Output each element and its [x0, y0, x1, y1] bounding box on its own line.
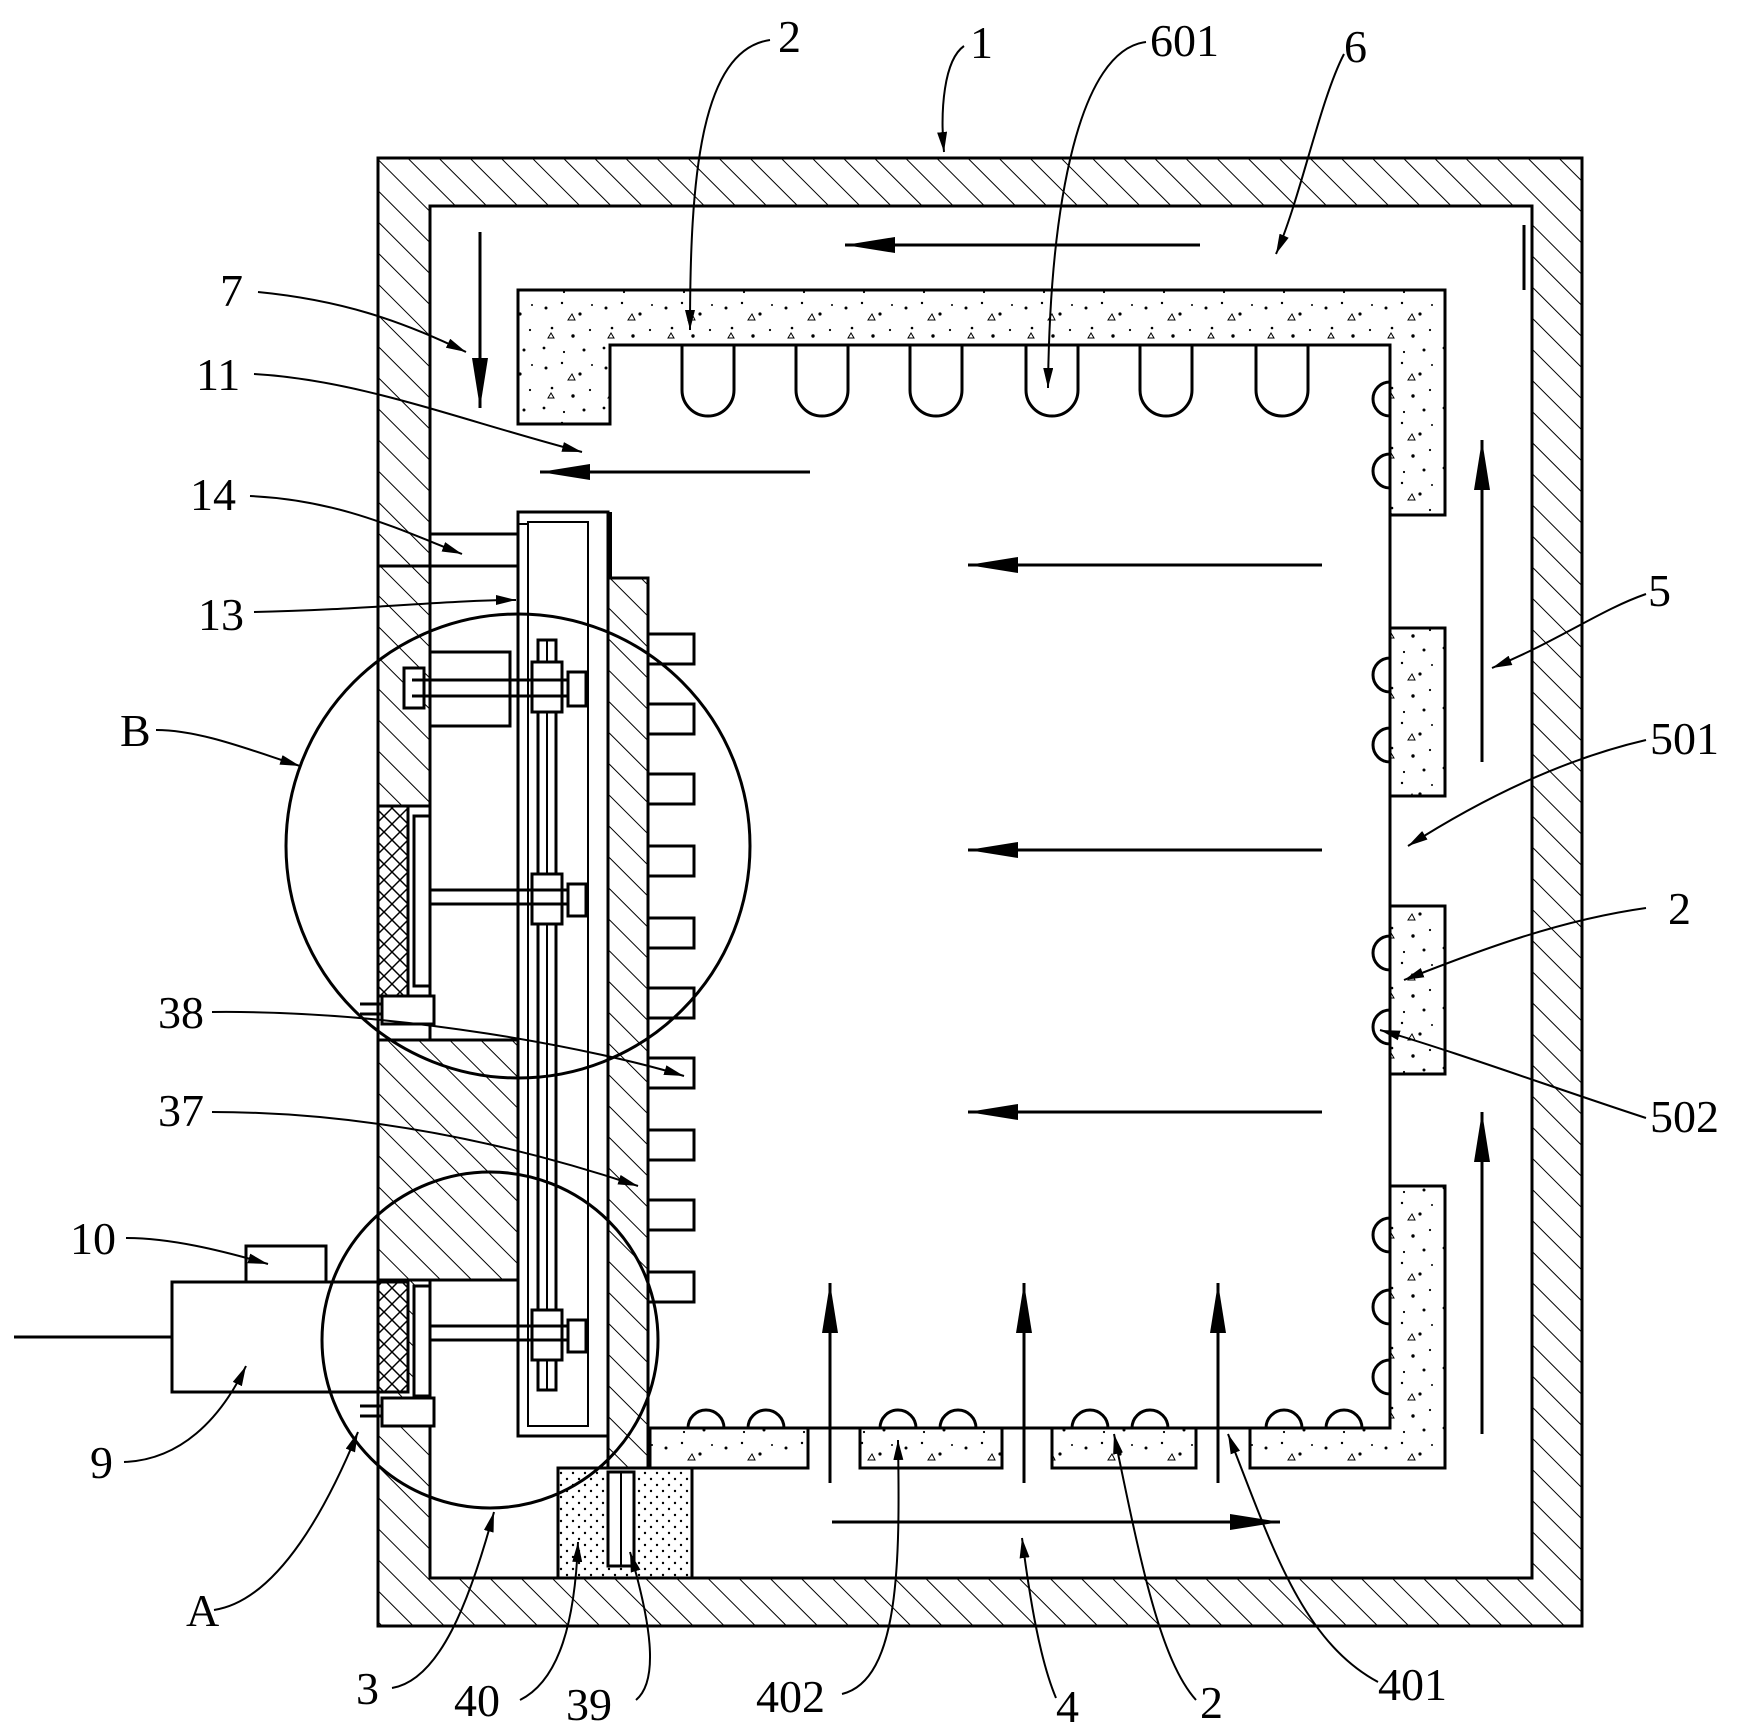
label-13: 13 — [198, 589, 244, 640]
top-nozzles — [680, 345, 1310, 418]
label-5: 5 — [1648, 565, 1671, 616]
label-11: 11 — [196, 349, 240, 400]
label-38: 38 — [158, 987, 204, 1038]
right-nozzles — [1371, 380, 1391, 1396]
label-14: 14 — [190, 469, 236, 520]
label-B: B — [120, 705, 151, 756]
label-40: 40 — [454, 1675, 500, 1726]
airflow-arrows — [14, 225, 1526, 1530]
inlet-pipe — [170, 1244, 380, 1394]
label-10: 10 — [70, 1213, 116, 1264]
drive-mechanism — [360, 510, 610, 1438]
label-2-top: 2 — [778, 11, 801, 62]
label-2-bottom: 2 — [1200, 1677, 1223, 1728]
label-1: 1 — [970, 17, 993, 68]
inner-cavity-outline — [610, 343, 1392, 1430]
label-402: 402 — [756, 1671, 825, 1722]
bottom-nozzles — [686, 1408, 1364, 1429]
label-401: 401 — [1378, 1659, 1447, 1710]
label-9: 9 — [90, 1437, 113, 1488]
label-37: 37 — [158, 1085, 204, 1136]
leader-lines — [123, 39, 1647, 1701]
label-601: 601 — [1150, 15, 1219, 66]
detail-circles — [284, 612, 752, 1510]
label-39: 39 — [566, 1679, 612, 1730]
label-6: 6 — [1344, 21, 1367, 72]
label-501: 501 — [1650, 713, 1719, 764]
reference-labels: 1 2 601 6 7 11 14 13 B 5 501 2 502 38 37… — [70, 11, 1719, 1732]
label-502: 502 — [1650, 1091, 1719, 1142]
label-3: 3 — [356, 1663, 379, 1714]
base-bearing — [556, 1466, 694, 1580]
label-4: 4 — [1056, 1681, 1079, 1732]
label-A: A — [186, 1585, 219, 1636]
label-2-right: 2 — [1668, 883, 1691, 934]
filter-meshes — [376, 804, 410, 1394]
label-7: 7 — [220, 265, 243, 316]
insulation-layer — [516, 288, 1447, 1470]
